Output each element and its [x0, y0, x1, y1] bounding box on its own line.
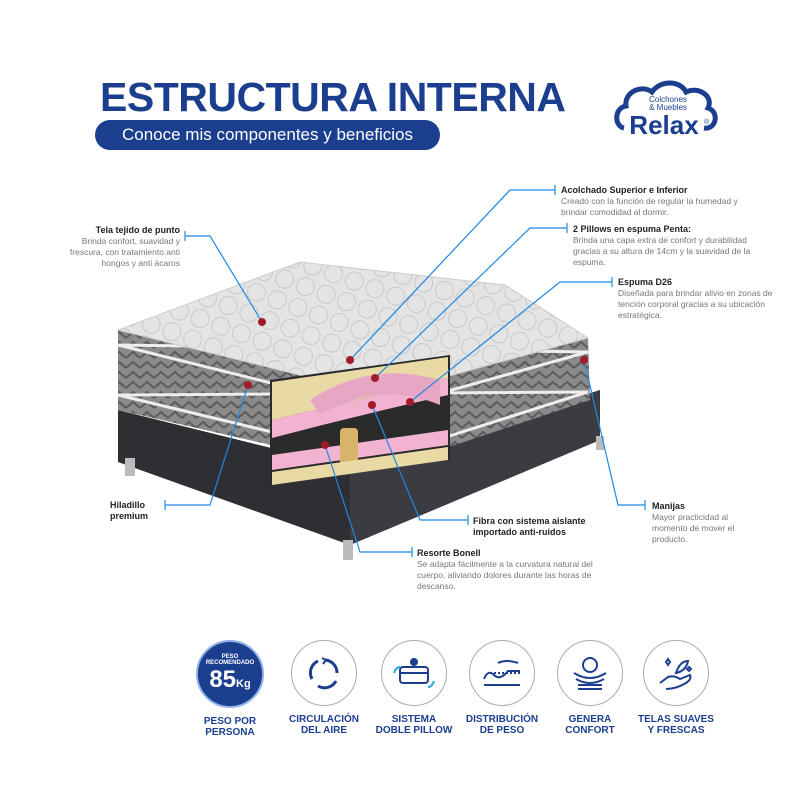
callout-tela: Tela tejido de punto Brinda confort, sua…: [60, 225, 180, 269]
feature-label: PESO POR PERSONA: [203, 716, 257, 738]
callout-desc: Se adapta fácilmente a la curvatura natu…: [417, 559, 593, 591]
callout-title: Resorte Bonell: [417, 548, 481, 558]
callout-title: Hiladillo premium: [110, 500, 149, 521]
page-title: ESTRUCTURA INTERNA: [100, 74, 566, 120]
leg: [343, 540, 353, 560]
logo-mark: ®: [704, 118, 710, 126]
badge-value: 85: [209, 666, 237, 693]
callout-fibra: Fibra con sistema aislante importado ant…: [473, 516, 593, 538]
logo-brand: Relax: [629, 110, 699, 140]
callout-manijas: Manijas Mayor practicidad al momento de …: [652, 501, 752, 545]
subtitle-pill: Conoce mis componentes y beneficios: [95, 120, 440, 150]
logo-line2: & Muebles: [649, 103, 687, 112]
feature-distribucion: DISTRIBUCIÓN DE PESO: [460, 640, 544, 736]
soft-fabric-icon: [659, 657, 693, 690]
feature-label: TELAS SUAVES Y FRESCAS: [638, 714, 714, 736]
badge-top: PESO RECOMENDADO: [205, 654, 255, 666]
callout-desc: Diseñada para brindar alivio en zonas de…: [618, 288, 773, 320]
weight-badge-icon: PESO RECOMENDADO 85Kg: [196, 640, 264, 708]
callout-espuma: Espuma D26 Diseñada para brindar alivio …: [618, 277, 778, 321]
callout-desc: Mayor practicidad al momento de mover el…: [652, 512, 735, 544]
feature-telas: TELAS SUAVES Y FRESCAS: [634, 640, 718, 736]
badge-unit: Kg: [236, 678, 251, 690]
feature-label: GENERA CONFORT: [565, 714, 615, 736]
callout-title: Espuma D26: [618, 277, 673, 287]
callout-pillows: 2 Pillows en espuma Penta: Brinda una ca…: [573, 224, 753, 268]
feature-label: SISTEMA DOBLE PILLOW: [375, 714, 453, 736]
air-circulation-icon: [308, 657, 339, 690]
relax-logo: Colchones & Muebles Relax ®: [614, 80, 718, 140]
weight-distribution-icon: [483, 660, 520, 686]
callout-title: Manijas: [652, 501, 686, 511]
callout-title: Fibra con sistema aislante importado ant…: [473, 516, 586, 537]
feature-label: DISTRIBUCIÓN DE PESO: [465, 714, 539, 736]
callout-acolchado: Acolchado Superior e Inferior Creado con…: [561, 185, 751, 218]
double-pillow-icon: [393, 658, 435, 688]
callout-resorte: Resorte Bonell Se adapta fácilmente a la…: [417, 548, 617, 592]
comfort-icon: [573, 657, 607, 690]
callout-title: Tela tejido de punto: [95, 225, 180, 235]
feature-label: CIRCULACIÓN DEL AIRE: [289, 714, 359, 736]
leg: [596, 436, 604, 450]
callout-desc: Brinda una capa extra de confort y durab…: [573, 235, 751, 267]
feature-peso: PESO RECOMENDADO 85Kg PESO POR PERSONA: [188, 640, 272, 738]
feature-pillow: SISTEMA DOBLE PILLOW: [372, 640, 456, 736]
leg: [125, 458, 135, 476]
callout-hiladillo: Hiladillo premium: [110, 500, 162, 522]
callout-title: Acolchado Superior e Inferior: [561, 185, 688, 195]
feature-circulacion: CIRCULACIÓN DEL AIRE: [282, 640, 366, 736]
logo-line1: Colchones: [649, 95, 687, 104]
callout-title: 2 Pillows en espuma Penta:: [573, 224, 692, 234]
callout-desc: Brinda confort, suavidad y frescura, con…: [69, 236, 180, 268]
callout-desc: Creado con la función de regular la hume…: [561, 196, 738, 217]
feature-confort: GENERA CONFORT: [548, 640, 632, 736]
